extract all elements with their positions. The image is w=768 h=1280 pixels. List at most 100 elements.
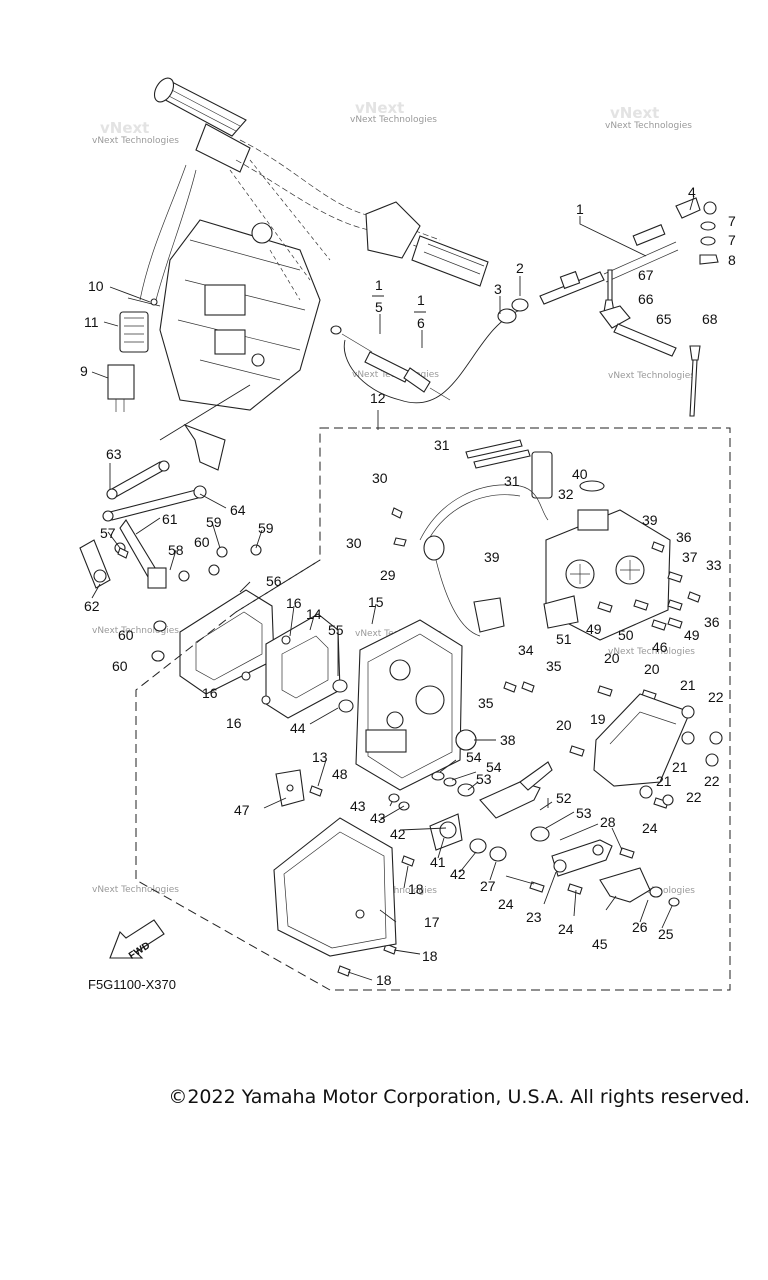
callout-22: 22 (704, 773, 720, 789)
wire-harness (419, 439, 605, 637)
callout-66: 66 (638, 291, 654, 307)
callout-4: 4 (688, 184, 696, 200)
callout-67: 67 (638, 267, 654, 283)
callout-26: 26 (632, 919, 648, 935)
svg-text:vNext: vNext (355, 99, 404, 117)
callout-22: 22 (686, 789, 702, 805)
callout-14: 14 (306, 606, 322, 622)
callout-47: 47 (234, 802, 250, 818)
callout-59: 59 (258, 520, 274, 536)
callout-20: 20 (644, 661, 660, 677)
copyright-notice: ©2022 Yamaha Motor Corporation, U.S.A. A… (168, 1086, 750, 1108)
callout-11: 11 (84, 314, 99, 330)
fwd-arrow: FWD (109, 919, 165, 962)
svg-text:vNext Technologies: vNext Technologies (608, 647, 695, 657)
svg-text:vNext: vNext (100, 119, 149, 137)
callout-20: 20 (604, 650, 620, 666)
svg-text:vNext: vNext (610, 104, 659, 122)
callout-65: 65 (656, 311, 672, 327)
callout-39: 39 (484, 549, 500, 565)
callout-9: 9 (80, 363, 88, 379)
diagram-code: F5G1100-X370 (88, 977, 176, 992)
callout-29: 29 (380, 567, 396, 583)
callout-5: 5 (375, 299, 383, 315)
callout-60: 60 (112, 658, 128, 674)
callout-16: 16 (202, 685, 218, 701)
callout-68: 68 (702, 311, 718, 327)
group-boundary (135, 427, 731, 991)
handlebar-assembly (139, 77, 489, 471)
callout-54: 54 (486, 759, 502, 775)
callout-32: 32 (558, 486, 574, 502)
callout-36: 36 (704, 614, 720, 630)
plates-gaskets (179, 589, 354, 719)
svg-text:vNext Technologies: vNext Technologies (92, 136, 179, 146)
callout-7: 7 (728, 213, 736, 229)
callout-56: 56 (266, 573, 282, 589)
callout-49: 49 (586, 621, 602, 637)
callout-24: 24 (558, 921, 574, 937)
callout-58: 58 (168, 542, 184, 558)
callout-37: 37 (682, 549, 698, 565)
throttle-cable (330, 197, 717, 404)
callout-59: 59 (206, 514, 222, 530)
gear-train (388, 729, 680, 907)
callout-35: 35 (478, 695, 494, 711)
callout-62: 62 (84, 598, 100, 614)
callout-43: 43 (370, 810, 386, 826)
callout-31: 31 (504, 473, 520, 489)
callout-12: 12 (370, 390, 386, 406)
callout-18: 18 (376, 972, 392, 988)
callout-21: 21 (680, 677, 696, 693)
callout-10: 10 (88, 278, 104, 294)
callout-27: 27 (480, 878, 496, 894)
callout-6: 6 (417, 315, 425, 331)
shift-links (79, 460, 262, 662)
callout-60: 60 (194, 534, 210, 550)
cover-17 (273, 817, 397, 957)
callout-21: 21 (656, 773, 672, 789)
callout-52: 52 (556, 790, 572, 806)
callout-48: 48 (332, 766, 348, 782)
callout-24: 24 (498, 896, 514, 912)
callout-1: 1 (417, 292, 425, 308)
callout-16: 16 (226, 715, 242, 731)
callout-30: 30 (372, 470, 388, 486)
callout-20: 20 (556, 717, 572, 733)
callout-21: 21 (672, 759, 688, 775)
callout-55: 55 (328, 622, 344, 638)
callout-60: 60 (118, 627, 134, 643)
callout-44: 44 (290, 720, 306, 736)
callout-34: 34 (518, 642, 534, 658)
callout-36: 36 (676, 529, 692, 545)
callout-8: 8 (728, 252, 736, 268)
svg-text:vNext Technologies: vNext Technologies (92, 885, 179, 895)
callout-54: 54 (466, 749, 482, 765)
tie-straps (599, 269, 701, 417)
callout-61: 61 (162, 511, 178, 527)
callout-23: 23 (526, 909, 542, 925)
callout-46: 46 (652, 639, 668, 655)
callout-18: 18 (422, 948, 438, 964)
callout-39: 39 (642, 512, 658, 528)
callout-53: 53 (476, 771, 492, 787)
washers-nut (699, 221, 719, 265)
callout-40: 40 (572, 466, 588, 482)
callout-42: 42 (450, 866, 466, 882)
callout-1: 1 (576, 201, 584, 217)
group-boundary-upper (235, 559, 321, 613)
svg-text:vNext Technologies: vNext Technologies (605, 121, 692, 131)
callout-63: 63 (106, 446, 122, 462)
callout-16: 16 (286, 595, 302, 611)
callout-17: 17 (424, 914, 440, 930)
shift-actuator (543, 509, 671, 641)
callout-57: 57 (100, 525, 116, 541)
cable-clamps (107, 297, 161, 412)
svg-text:vNext Technologies: vNext Technologies (350, 115, 437, 125)
callout-13: 13 (312, 749, 328, 765)
callout-50: 50 (618, 627, 634, 643)
callout-7: 7 (728, 232, 736, 248)
parts-diagram: vNext vNext Technologies vNext vNext Tec… (79, 77, 736, 992)
callout-30: 30 (346, 535, 362, 551)
callout-64: 64 (230, 502, 246, 518)
